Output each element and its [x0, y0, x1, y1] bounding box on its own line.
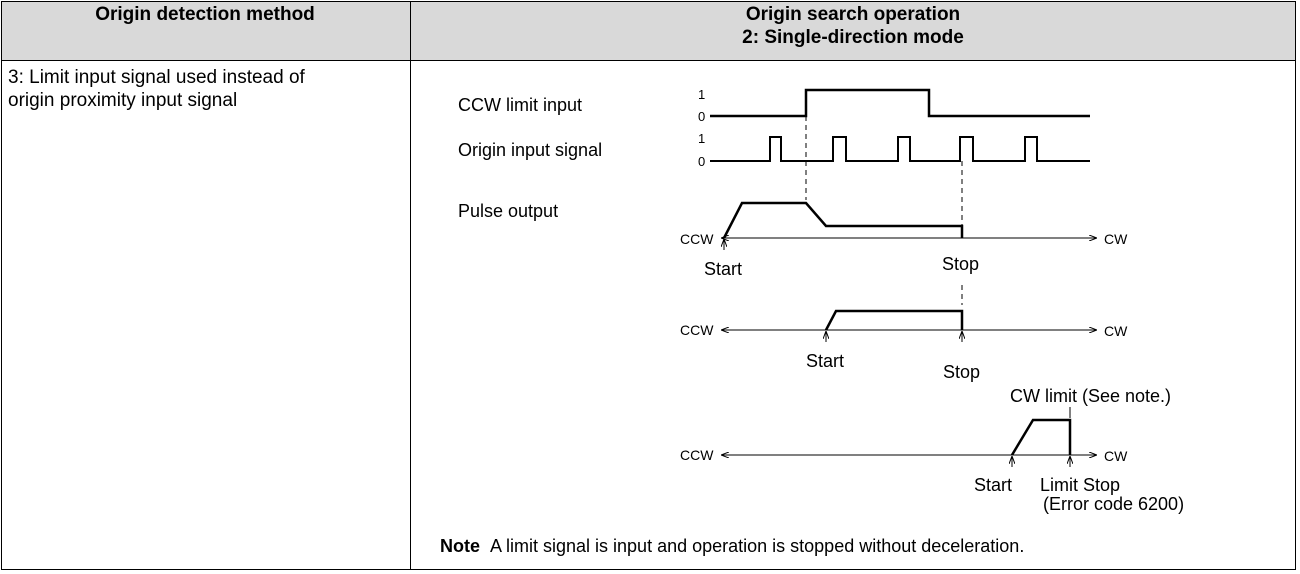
method-line2: origin proximity input signal — [8, 90, 238, 111]
origin-input-signal-label: Origin input signal — [458, 140, 602, 160]
cw-limit-label: CW limit (See note.) — [1010, 386, 1171, 406]
pulse-profile-1 — [722, 201, 964, 239]
axis2-cw-label: CW — [1104, 323, 1128, 339]
note-heading: Note — [440, 536, 480, 556]
ccw-limit-level-high: 1 — [698, 87, 705, 102]
origin-signal-level-low: 0 — [698, 154, 705, 169]
error-code-label: (Error code 6200) — [1043, 494, 1184, 514]
column-header-operation-line2: 2: Single-direction mode — [742, 27, 964, 48]
axis1-cw-label: CW — [1104, 231, 1128, 247]
ccw-limit-waveform — [710, 88, 1090, 118]
axis2-ccw-label: CCW — [680, 322, 714, 338]
method-cell: 3: Limit input signal used instead of or… — [8, 66, 408, 112]
header-divider — [1, 60, 1296, 61]
column-header-operation-line1: Origin search operation — [745, 4, 961, 25]
column-header-operation: Origin search operation 2: Single-direct… — [411, 3, 1295, 49]
pulse-output-label: Pulse output — [458, 201, 558, 221]
start-label-3: Start — [974, 475, 1012, 495]
start-label-2: Start — [806, 351, 844, 371]
start-label-1: Start — [704, 259, 742, 279]
ccw-limit-level-low: 0 — [698, 109, 705, 124]
column-divider — [410, 1, 411, 570]
stop-label-1: Stop — [942, 254, 979, 274]
ccw-limit-input-label: CCW limit input — [458, 95, 582, 115]
pulse-profile-3 — [1010, 418, 1072, 456]
note-text: A limit signal is input and operation is… — [490, 536, 1025, 556]
limit-stop-label: Limit Stop — [1040, 475, 1120, 495]
origin-signal-level-high: 1 — [698, 131, 705, 146]
method-line1: 3: Limit input signal used instead of — [8, 67, 305, 88]
origin-signal-waveform — [710, 136, 1090, 162]
table-header-background — [2, 2, 1295, 61]
axis1-ccw-label: CCW — [680, 231, 714, 247]
axis3-cw-label: CW — [1104, 448, 1128, 464]
axis3-ccw-label: CCW — [680, 447, 714, 463]
pulse-profile-2 — [824, 309, 964, 331]
stop-label-2: Stop — [943, 362, 980, 382]
note: Note A limit signal is input and operatio… — [440, 536, 1024, 557]
column-header-method: Origin detection method — [95, 4, 315, 25]
